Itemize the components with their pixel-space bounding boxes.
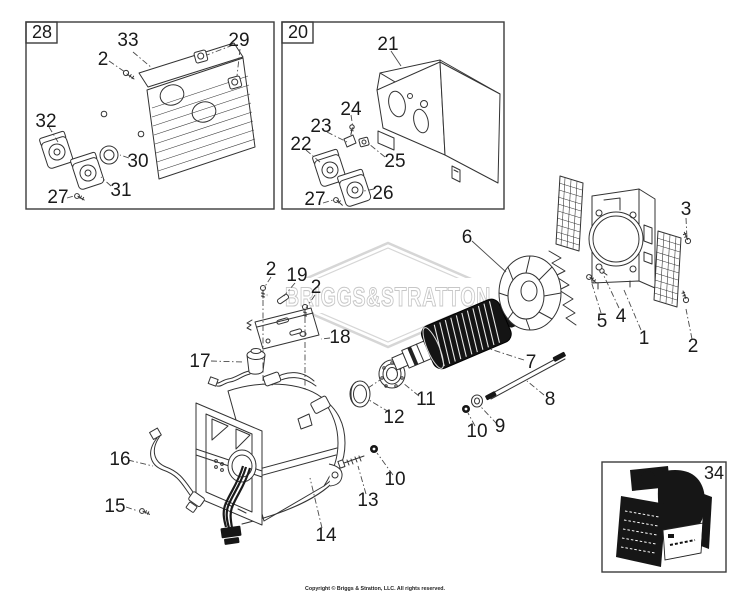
bearing-cap-12 [349,380,371,408]
part-callout-29: 29 [228,30,249,51]
part-callout-24: 24 [340,99,362,120]
part-callout-10: 10 [466,421,487,442]
screw-24 [349,124,355,136]
part-callout-27: 27 [304,189,325,210]
part-callout-27: 27 [47,187,68,208]
screw-2-mid [302,304,308,318]
pin-4 [599,268,608,276]
part-callout-7: 7 [526,352,537,373]
part-callout-15: 15 [104,496,125,517]
part-callout-22: 22 [290,134,311,155]
end-bracket-1 [588,188,656,290]
screw-27-inset28 [74,193,85,201]
part-callout-16: 16 [109,449,130,470]
pin-19 [276,293,290,305]
part-callout-32: 32 [35,111,56,132]
briggs-stratton-watermark: BRIGGS&STRATTON [264,241,512,349]
cable-16 [149,427,205,513]
part-callout-25: 25 [384,151,405,172]
part-callout-8: 8 [545,389,556,410]
leader-lines [125,217,693,529]
part-callout-2: 2 [266,259,277,280]
part-callout-2: 2 [311,277,322,298]
part-callout-12: 12 [383,407,404,428]
part-callout-31: 31 [110,180,131,201]
part-callout-33: 33 [117,30,138,51]
nut-10-upper [462,405,470,413]
screw-2-right [681,290,690,304]
part-callout-19: 19 [286,265,307,286]
vent-grille-left [555,175,584,252]
screw-27-inset20 [333,197,343,206]
circuit-breaker-30 [99,145,119,165]
nut-small-a [100,110,108,118]
panel-housing-21 [376,59,501,184]
part-callout-9: 9 [495,416,506,437]
part-callout-4: 4 [616,306,627,327]
receptacle-26 [337,168,372,207]
generator-housing-14 [195,371,346,545]
part-callout-10: 10 [384,469,405,490]
inset-control-panel-20: 20 [281,21,505,210]
bracket-23 [343,134,357,148]
clip-25 [358,136,370,148]
clip-29-b [227,75,243,90]
screw-3 [682,231,692,245]
part-callout-13: 13 [357,490,378,511]
nut-small-b [137,130,145,138]
inset-number-34: 34 [704,463,724,483]
part-callout-5: 5 [597,311,608,332]
copyright-text: Copyright © Briggs & Stratton, LLC. All … [305,585,446,592]
nut-10-lower [370,445,378,453]
watermark-text: BRIGGS&STRATTON [285,282,491,312]
screw-2-left [260,285,266,299]
clip-29-a [193,49,209,64]
washer-9 [471,394,483,408]
receptacle-31 [70,151,105,190]
vent-grille-right [653,230,682,308]
inset-rear-panel-28: 28 [25,21,275,210]
part-callout-18: 18 [329,327,350,348]
stud-bolt-8 [485,351,566,401]
fan-6 [498,250,577,331]
assembled-generator-silhouette [616,466,712,567]
screw-2-inset28 [122,69,135,80]
inset-assembled-34: 34 [601,461,727,573]
part-callout-2: 2 [98,49,109,70]
rear-panel-part [138,42,256,180]
part-callout-1: 1 [639,328,650,349]
part-callout-17: 17 [189,351,210,372]
part-callout-30: 30 [127,151,148,172]
part-callout-2: 2 [688,336,699,357]
regulator-board-18 [246,307,320,350]
part-callout-3: 3 [681,199,692,220]
inset-number-20: 20 [288,22,308,42]
receptacle-32 [39,130,74,169]
part-callout-21: 21 [377,34,398,55]
part-callout-6: 6 [462,227,473,248]
screw-5 [586,274,597,284]
inset-number-28: 28 [32,22,52,42]
brush-assembly-17 [207,348,266,387]
bolt-13 [337,455,365,469]
part-callout-23: 23 [310,116,331,137]
part-callout-14: 14 [315,525,337,546]
part-callout-26: 26 [372,183,393,204]
screw-15 [139,508,151,515]
part-callout-11: 11 [416,389,436,410]
